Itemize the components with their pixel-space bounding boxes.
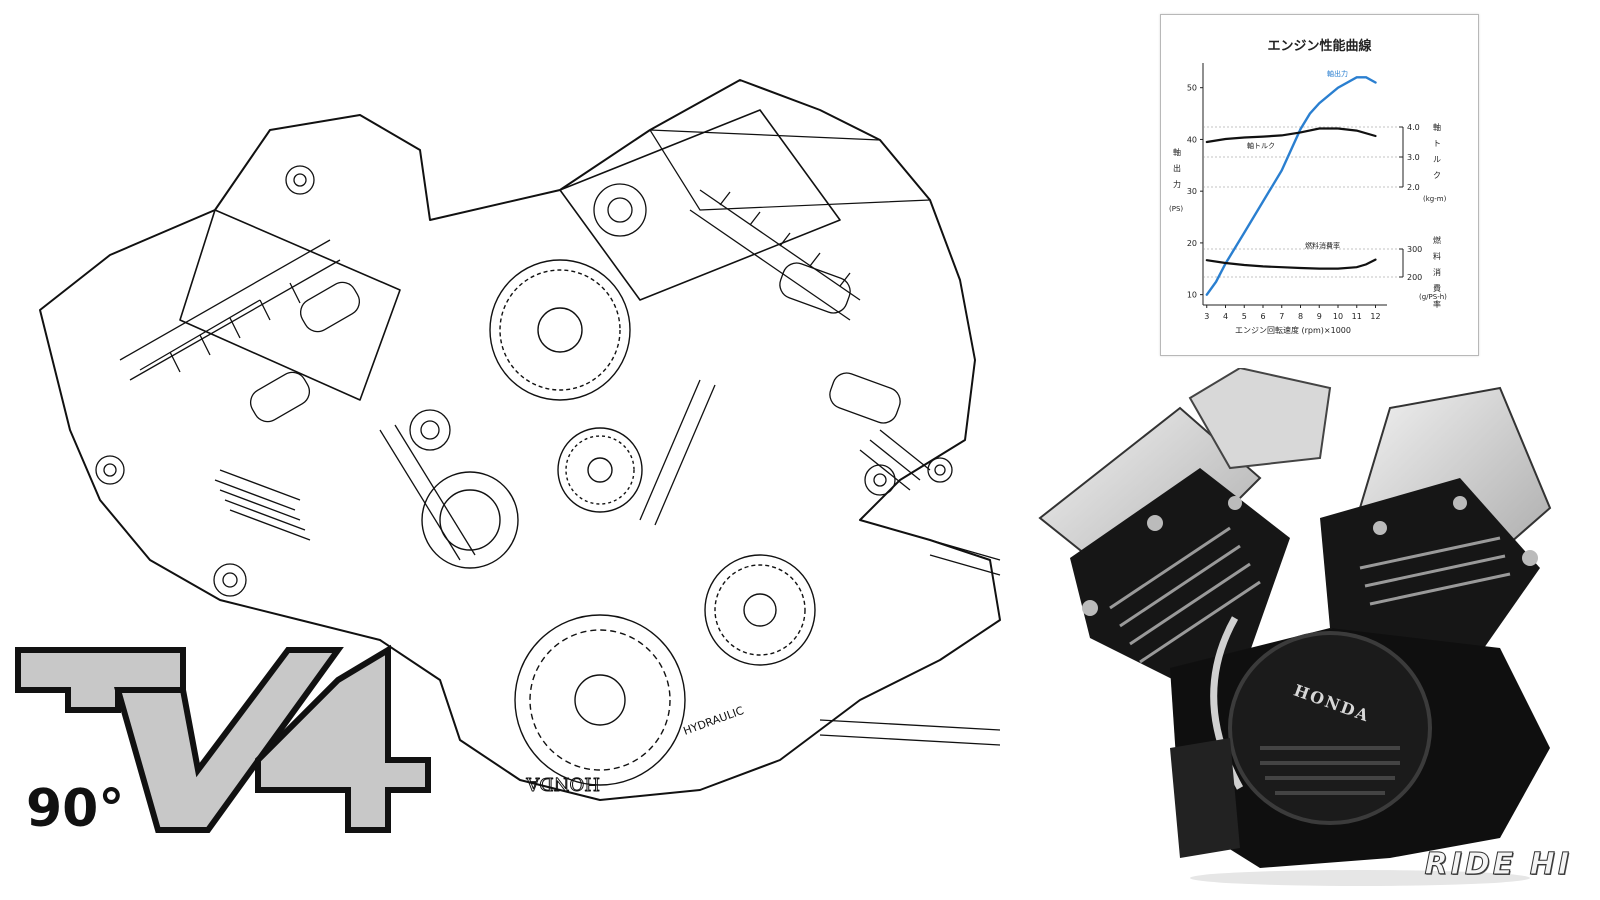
engine-cutaway-illustration: HYDRAULIC HONDA	[39, 79, 1001, 801]
series-label-torque: 軸トルク	[1247, 142, 1275, 150]
engine-photo: HONDA	[1038, 368, 1552, 886]
chart-title: エンジン性能曲線	[1267, 39, 1372, 54]
x-tick-label: 9	[1317, 312, 1322, 321]
series-fuel-line	[1205, 258, 1377, 270]
performance-chart-panel: エンジン性能曲線 10 20 30 40 50 3 4 5 6 7 8 9 10 11 12 エンジン回転速度…	[1160, 14, 1479, 356]
y-left-tick-label: 30	[1187, 187, 1197, 196]
x-tick-label: 10	[1333, 312, 1343, 321]
y-left-tick-label: 20	[1187, 239, 1197, 248]
y-left-tick-label: 40	[1187, 135, 1197, 144]
x-tick-label: 7	[1279, 312, 1284, 321]
case-label: HONDA	[525, 773, 600, 794]
x-tick-label: 12	[1370, 312, 1380, 321]
x-tick-label: 3	[1204, 312, 1209, 321]
x-tick-label: 5	[1242, 312, 1247, 321]
fuel-tick-label: 300	[1407, 245, 1422, 254]
y-right-torque-unit: (kg-m)	[1423, 195, 1447, 203]
x-tick-label: 11	[1352, 312, 1362, 321]
y-right-fuel-unit: (g/PS-h)	[1419, 293, 1447, 301]
x-tick-label: 6	[1260, 312, 1265, 321]
x-tick-label: 8	[1298, 312, 1303, 321]
logo-angle-text: 90°	[26, 779, 124, 839]
x-axis-label: エンジン回転速度 (rpm)×1000	[1235, 325, 1351, 335]
torque-tick-label: 4.0	[1407, 123, 1420, 132]
series-torque-line	[1205, 127, 1377, 144]
series-power-line	[1205, 76, 1377, 296]
series-label-fuel: 燃料消費率	[1305, 242, 1340, 250]
v4-logo: 90°	[15, 644, 431, 839]
y-left-tick-label: 50	[1187, 84, 1197, 93]
y-right-fuel-label: 燃料消費率	[1433, 236, 1441, 309]
performance-chart: 10 20 30 40 50 3 4 5 6 7 8 9 10 11 12 エンジン回転速度 (rpm)×10…	[1187, 63, 1422, 335]
watermark: RIDE HI	[1424, 847, 1572, 883]
x-tick-label: 4	[1223, 312, 1228, 321]
series-label-power: 軸出力	[1327, 70, 1348, 78]
fuel-tick-label: 200	[1407, 273, 1422, 282]
hydraulic-label: HYDRAULIC	[682, 704, 746, 738]
y-left-tick-label: 10	[1187, 291, 1197, 300]
y-left-unit: (PS)	[1169, 205, 1184, 213]
torque-tick-label: 2.0	[1407, 183, 1420, 192]
torque-tick-label: 3.0	[1407, 153, 1420, 162]
y-right-torque-label: 軸トルク	[1433, 123, 1441, 180]
y-left-label: 軸出力	[1173, 148, 1181, 189]
